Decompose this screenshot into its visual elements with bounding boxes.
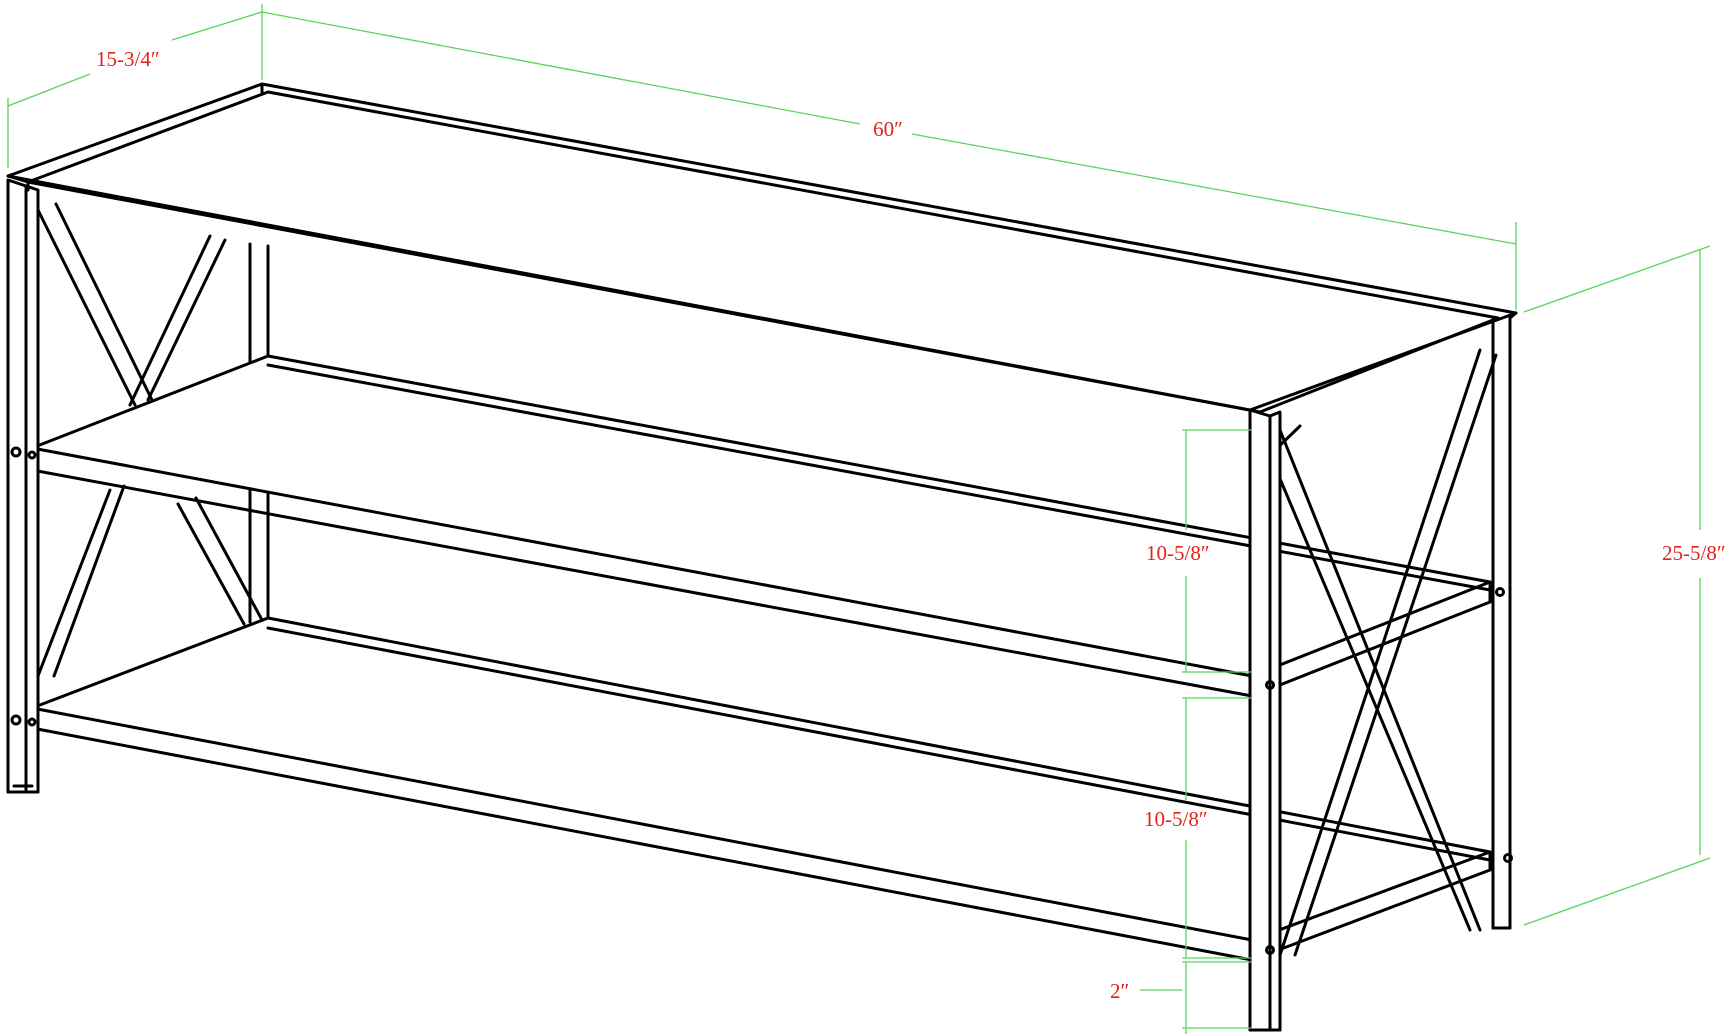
- front-left-leg: [6, 178, 40, 794]
- bottom-shelf: [30, 616, 1492, 962]
- tv-stand-frame: [6, 82, 1518, 1032]
- height-label: 25-5/8″: [1662, 541, 1726, 565]
- left-upper-x-brace: [36, 202, 227, 407]
- depth-dimension-line-b: [171, 11, 263, 41]
- height-extension-bottom: [1523, 857, 1711, 926]
- leg-clearance-label: 2″: [1110, 979, 1129, 1003]
- width-dimension-line-b: [911, 133, 1517, 245]
- tabletop: [6, 82, 1518, 414]
- right-x-brace: [1268, 348, 1498, 957]
- left-lower-x-brace: [36, 484, 264, 678]
- front-right-leg: [1248, 408, 1513, 1032]
- width-dimension-line-a: [261, 11, 861, 125]
- dimension-labels: 15-3/4″ 60″ 25-5/8″ 10-5/8″ 10-5/8″ 2″: [96, 47, 1726, 1003]
- middle-shelf: [30, 354, 1492, 698]
- depth-label: 15-3/4″: [96, 47, 160, 71]
- lower-shelf-gap-label: 10-5/8″: [1144, 807, 1208, 831]
- corner-detail: [6, 174, 30, 192]
- upper-shelf-gap-label: 10-5/8″: [1146, 541, 1210, 565]
- height-extension-top: [1523, 245, 1711, 313]
- back-right-leg: [1491, 311, 1518, 930]
- dimension-lines: [7, 4, 1711, 1034]
- width-label: 60″: [873, 117, 903, 141]
- depth-dimension-line-a: [7, 73, 91, 107]
